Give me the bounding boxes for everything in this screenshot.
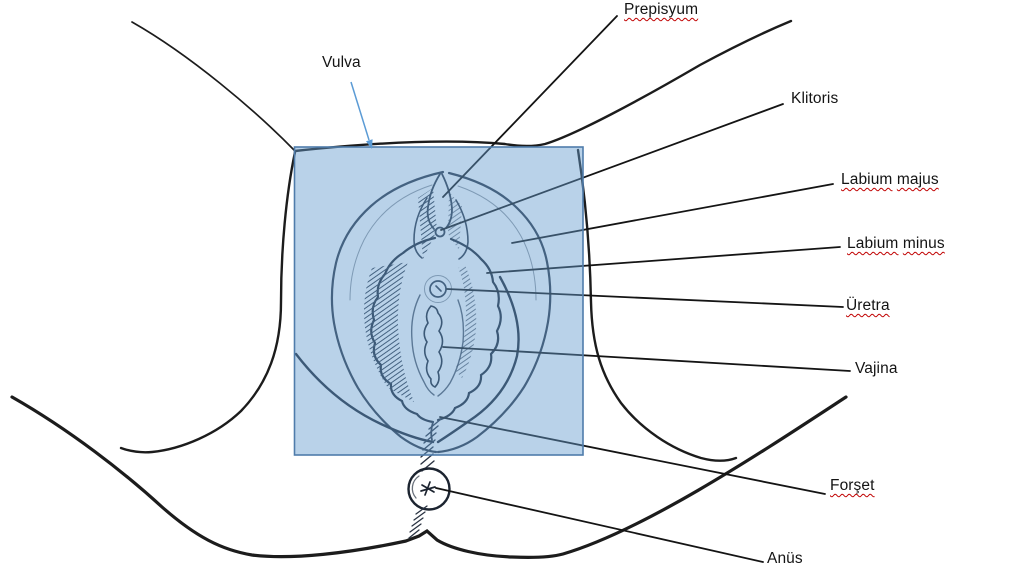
hatching-left-crescent [364, 262, 414, 402]
label-uretra: Üretra [846, 297, 890, 314]
anus-drawing [407, 467, 451, 539]
label-prepisyum: Prepisyum [624, 1, 699, 18]
body-outline-group [10, 19, 848, 559]
vestibule-wavy-right [437, 299, 465, 397]
label-labium-majus: Labium majus [841, 171, 939, 188]
labia-majora-outline-right [436, 171, 552, 454]
leader-line-prepisyum [442, 15, 618, 198]
leader-line-klitoris [440, 103, 784, 231]
label-labium-minus: Labium minus [847, 235, 945, 252]
anus-star [420, 481, 436, 496]
vulva-arrow-shaft [350, 81, 370, 141]
clitoris-glans [434, 226, 446, 238]
body-outline-left-thigh [119, 150, 297, 454]
urethra-slit [435, 285, 442, 292]
vulva-arrow [350, 81, 373, 149]
label-anus: Anüs [767, 550, 803, 567]
label-vajina: Vajina [855, 360, 898, 377]
urethra-opening [429, 280, 447, 298]
inner-arc-right [457, 185, 537, 301]
hood-fold-right [455, 199, 469, 260]
anus-outer-circle [407, 467, 451, 511]
body-outline-right-thigh [576, 148, 738, 462]
leader-line-labium-majus [511, 183, 834, 244]
raphe-hatching-below-anus [408, 505, 428, 539]
inner-arc-left [349, 184, 433, 301]
crease-left [294, 352, 435, 444]
vulva-sketch-group [294, 170, 552, 472]
body-outline-bottom [10, 395, 848, 559]
vulva-highlight-box [293, 146, 584, 456]
leader-line-vajina [442, 346, 851, 372]
labia-minora-right [436, 237, 502, 422]
anus-inner-arc [411, 475, 420, 499]
label-vulva: Vulva [322, 54, 361, 71]
body-outline-top-left [131, 21, 296, 152]
leader-line-forset [439, 416, 826, 495]
vaginal-opening [423, 305, 444, 388]
hood-hatching-right [448, 192, 462, 250]
vulva-arrow-head [366, 139, 373, 149]
vestibule-wavy-left [410, 294, 435, 396]
label-forset: Forşet [830, 477, 875, 494]
leader-line-anus [435, 487, 764, 563]
body-outline-top-wave [293, 19, 793, 153]
label-klitoris: Klitoris [791, 90, 839, 107]
labia-majora-outline-left [330, 170, 445, 454]
leader-line-uretra [446, 288, 844, 308]
crease-right [436, 275, 520, 444]
hatching-right-crescent [455, 265, 477, 378]
leader-line-labium-minus [486, 246, 841, 274]
leader-lines-group [435, 15, 851, 563]
